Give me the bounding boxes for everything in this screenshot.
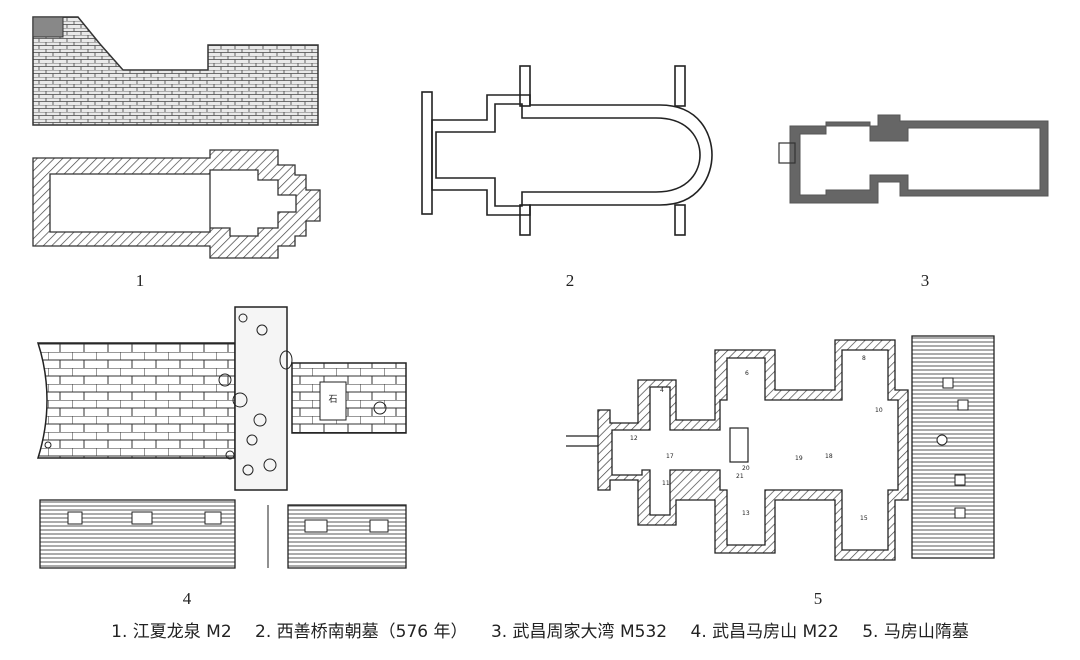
plan-3-wall (789, 114, 1049, 204)
caption-item-1: 1. 江夏龙泉 M2 (111, 622, 232, 642)
caption-item-3: 3. 武昌周家大湾 M532 (490, 622, 668, 642)
plan-4-section-left (39, 499, 236, 569)
plan-4-section-right (287, 504, 407, 569)
plan-1-elevation (32, 16, 319, 126)
svg-text:6: 6 (745, 370, 749, 377)
svg-text:12: 12 (630, 435, 638, 442)
svg-text:8: 8 (862, 355, 866, 362)
caption-item-2: 2. 西善桥南朝墓（576 年） (255, 622, 468, 642)
svg-text:4: 4 (660, 387, 664, 394)
plan-4-passage (234, 306, 288, 491)
plan-2 (421, 65, 713, 236)
panel-2-number: 2 (565, 271, 575, 290)
plan-3 (778, 114, 1049, 204)
plan-4-grave-goods (44, 313, 387, 476)
plan-2-outer-wall (431, 94, 713, 216)
plan-4: 石 (36, 306, 407, 569)
plan-4-rear-chamber (291, 362, 407, 434)
plan-4-front-chamber (36, 342, 236, 459)
svg-text:20: 20 (742, 465, 750, 472)
plan-1 (32, 16, 321, 259)
panel-1-number: 1 (135, 271, 145, 290)
svg-text:19: 19 (795, 455, 803, 462)
plan-5-numbers: 4 6 8 10 11 12 13 15 17 18 19 20 21 (630, 355, 883, 522)
plan-4-chamber-mark: 石 (328, 395, 337, 405)
plan-5-section (911, 335, 995, 559)
panel-4-number: 4 (182, 589, 192, 608)
svg-text:15: 15 (860, 515, 868, 522)
svg-text:10: 10 (875, 407, 883, 414)
svg-text:18: 18 (825, 453, 833, 460)
svg-text:17: 17 (666, 453, 674, 460)
plan-1-floorplan (32, 149, 321, 259)
plan-5-outline (597, 339, 909, 561)
plan-2-inner-wall (435, 103, 701, 207)
caption-item-4: 4. 武昌马房山 M22 (690, 622, 839, 642)
caption-item-5: 5. 马房山隋墓 (862, 622, 969, 642)
panel-3-number: 3 (920, 271, 930, 290)
plan-5: 4 6 8 10 11 12 13 15 17 18 19 20 21 (566, 335, 995, 561)
figure-caption: 1. 江夏龙泉 M2 2. 西善桥南朝墓（576 年） 3. 武昌周家大湾 M5… (0, 617, 1080, 642)
svg-text:11: 11 (662, 480, 670, 487)
panel-5-number: 5 (813, 589, 823, 608)
svg-text:21: 21 (736, 473, 744, 480)
svg-text:13: 13 (742, 510, 750, 517)
